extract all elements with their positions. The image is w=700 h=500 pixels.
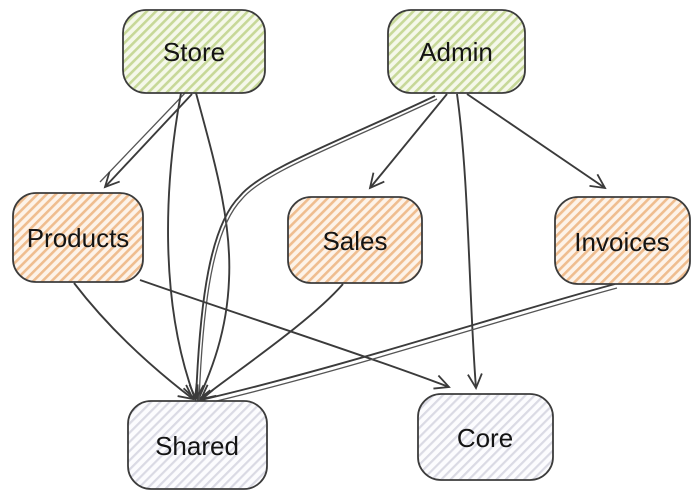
node-store[interactable]: Store (122, 9, 266, 94)
edge-invoices-shared-ghost (203, 287, 618, 405)
edge-products-core (139, 279, 449, 387)
edge-admin-shared (196, 95, 436, 399)
node-sales-label: Sales (322, 226, 387, 256)
edge-store-shared-left (167, 92, 195, 399)
edge-invoices-shared (201, 283, 616, 400)
edge-admin-shared-ghost (198, 98, 438, 402)
edge-store-shared-right (195, 92, 231, 400)
node-products-label: Products (27, 223, 130, 253)
edge-layer (73, 91, 618, 405)
node-store-box[interactable] (122, 9, 266, 94)
edge-sales-shared (201, 283, 344, 399)
node-invoices-label: Invoices (574, 227, 669, 257)
node-shared-label: Shared (155, 431, 239, 461)
node-core[interactable]: Core (417, 393, 554, 481)
node-products[interactable]: Products (12, 192, 144, 283)
node-shared[interactable]: Shared (127, 400, 268, 490)
edge-products-shared (73, 282, 193, 399)
node-core-label: Core (457, 423, 513, 453)
node-invoices[interactable]: Invoices (554, 196, 691, 285)
node-sales[interactable]: Sales (287, 196, 423, 284)
node-admin-box[interactable] (387, 9, 526, 94)
node-layer: Store Admin Products Sales Invoices Shar… (12, 9, 691, 490)
node-shared-box[interactable] (127, 400, 268, 490)
node-products-box[interactable] (12, 192, 144, 283)
node-store-label: Store (163, 37, 225, 67)
node-admin-label: Admin (419, 37, 493, 67)
node-core-box[interactable] (417, 393, 554, 481)
node-admin[interactable]: Admin (387, 9, 526, 94)
edge-admin-core (456, 93, 476, 388)
edge-store-products-ghost (99, 91, 187, 183)
edge-admin-invoices (466, 93, 605, 188)
edge-admin-sales (370, 93, 448, 188)
node-invoices-box[interactable] (554, 196, 691, 285)
node-sales-box[interactable] (287, 196, 423, 284)
